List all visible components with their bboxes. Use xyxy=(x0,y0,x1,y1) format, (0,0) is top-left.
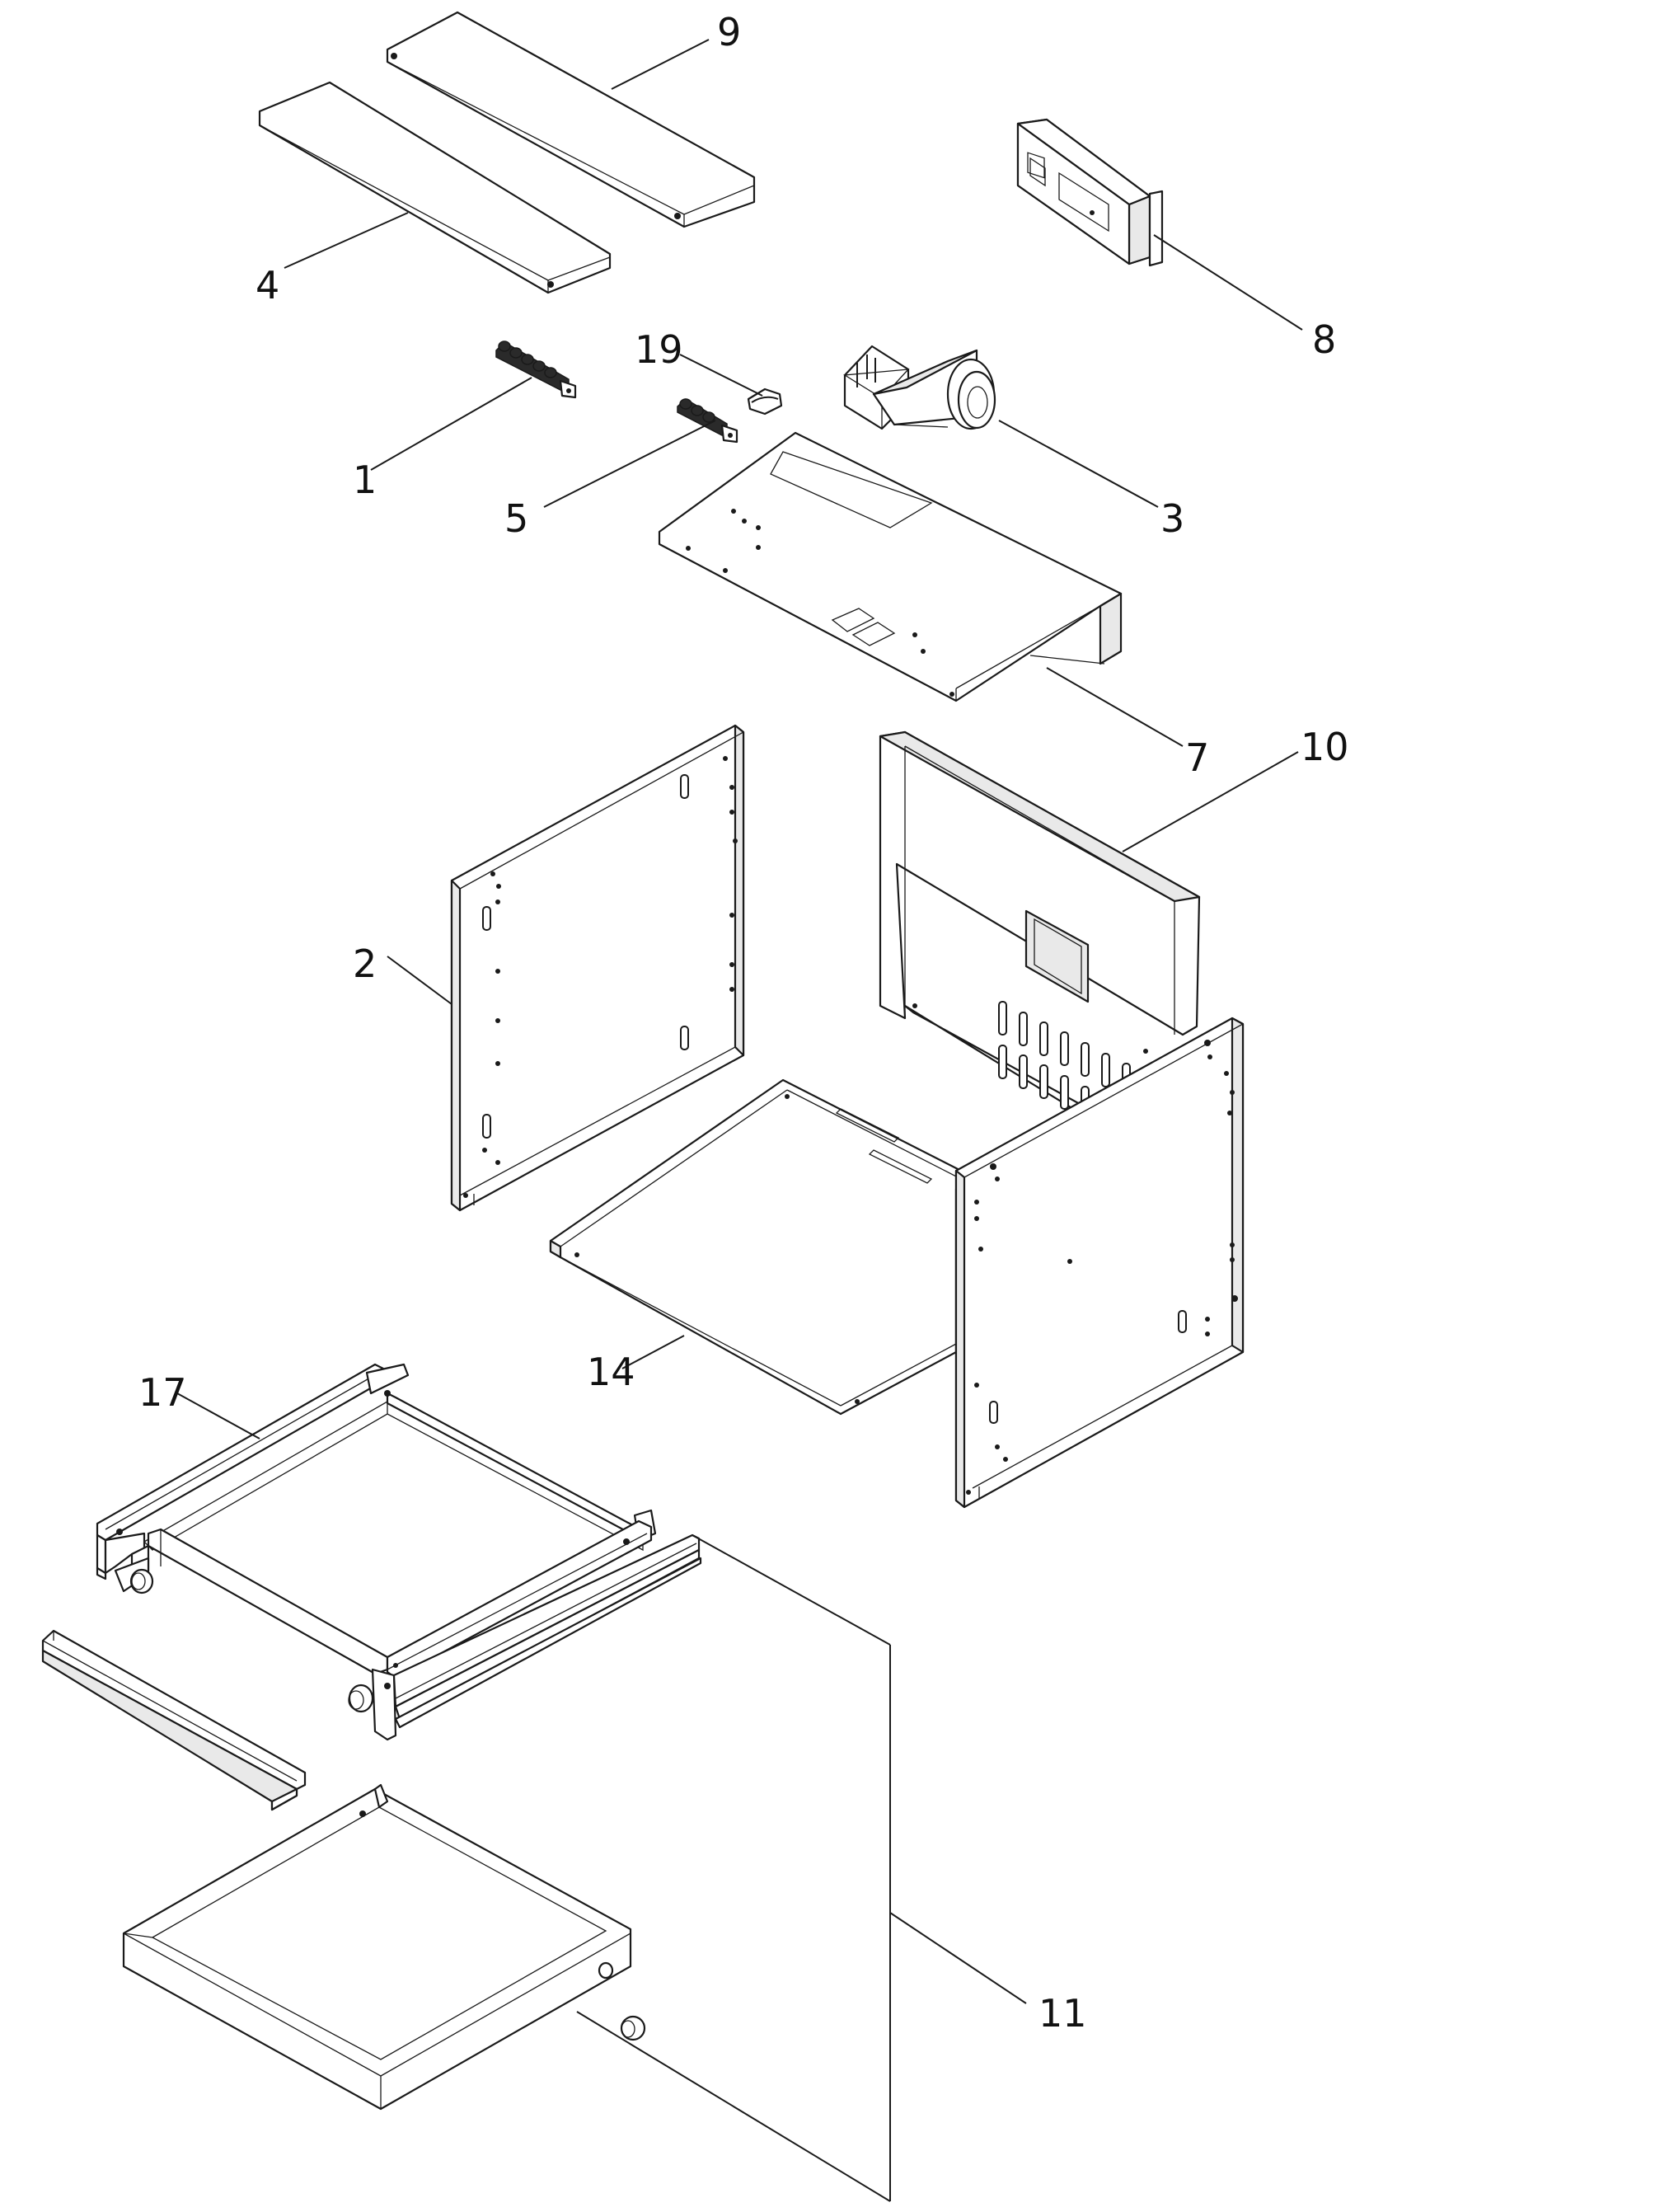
part-4-top-panel xyxy=(258,81,612,294)
label-2: 2 xyxy=(353,942,377,986)
label-11: 11 xyxy=(1038,1991,1087,2036)
label-14: 14 xyxy=(587,1350,635,1394)
part-9-top-cover xyxy=(386,11,756,228)
part-17-base-frame xyxy=(96,1363,702,1741)
label-1: 1 xyxy=(353,458,377,502)
part-labels: 9 4 8 19 1 5 3 7 10 2 14 17 11 xyxy=(138,10,1349,2036)
right-side-panel xyxy=(954,1017,1245,1509)
part-19-knob xyxy=(747,387,783,416)
label-19: 19 xyxy=(635,327,683,372)
part-5-terminal-strip xyxy=(677,398,738,444)
part-10-rear-panel xyxy=(879,730,1201,1120)
label-9: 9 xyxy=(717,10,741,54)
label-4: 4 xyxy=(256,263,279,308)
label-10: 10 xyxy=(1301,725,1349,769)
part-1-terminal-strip xyxy=(495,340,577,399)
label-7: 7 xyxy=(1185,735,1209,780)
label-3: 3 xyxy=(1160,496,1184,541)
part-8-control-box xyxy=(1016,118,1164,267)
separate-rail xyxy=(41,1629,307,1811)
part-7-base-plate xyxy=(658,431,1123,702)
label-5: 5 xyxy=(504,496,528,541)
part-3-blower-motor xyxy=(843,345,996,430)
part-11-drawer-tray xyxy=(122,1783,646,2111)
leader-lines xyxy=(176,39,1303,2202)
part-2-left-side-panel xyxy=(450,724,745,1212)
label-8: 8 xyxy=(1312,317,1336,362)
label-17: 17 xyxy=(138,1370,187,1415)
